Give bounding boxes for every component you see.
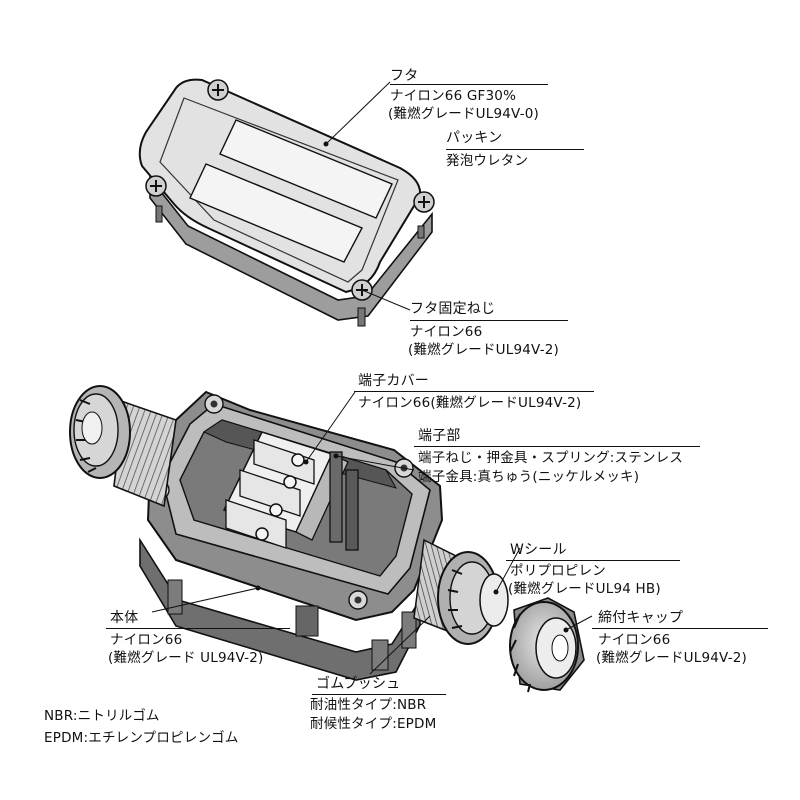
w-seal-label: Wシール: [510, 542, 567, 558]
packing-label: パッキン: [446, 130, 503, 146]
right-cable-gland: [413, 538, 509, 645]
lid-screw-grade: (難燃グレードUL94V-2): [408, 342, 560, 358]
body: [139, 390, 444, 681]
packing-material: 発泡ウレタン: [446, 153, 529, 169]
body-rule: [106, 628, 290, 629]
body-grade: (難燃グレード UL94V-2): [108, 650, 264, 666]
cap-label: 締付キャップ: [598, 610, 684, 626]
legend-nbr: NBR:ニトリルゴム: [44, 708, 160, 724]
lid-material: ナイロン66 GF30%: [390, 88, 517, 104]
leader-lines: [151, 81, 593, 675]
w-seal-material: ポリプロピレン: [510, 563, 606, 579]
body-material: ナイロン66: [110, 632, 183, 648]
bush-rule: [312, 694, 446, 695]
lid-screw-label: フタ固定ねじ: [410, 301, 496, 317]
terminal-cover-rule: [354, 391, 594, 392]
cap-grade: (難燃グレードUL94V-2): [596, 650, 748, 666]
terminal-line1: 端子ねじ・押金具・スプリング:ステンレス: [418, 450, 684, 466]
bush-line1: 耐油性タイプ:NBR: [310, 697, 427, 713]
lid-label: フタ: [390, 68, 419, 84]
bush-label: ゴムブッシュ: [316, 676, 401, 692]
lid: [138, 78, 435, 327]
tightening-cap: [509, 597, 585, 693]
cap-rule: [592, 628, 768, 629]
lid-grade: (難燃グレードUL94V-0): [388, 106, 540, 122]
lid-screw-material: ナイロン66: [410, 324, 483, 340]
lid-rule: [390, 84, 548, 85]
body-label: 本体: [110, 610, 139, 626]
terminal-label: 端子部: [418, 428, 461, 444]
bush-line2: 耐候性タイプ:EPDM: [310, 716, 437, 732]
w-seal-rule: [506, 560, 680, 561]
terminal-line2: 端子金具:真ちゅう(ニッケルメッキ): [418, 469, 640, 485]
legend-epdm: EPDM:エチレンプロピレンゴム: [44, 730, 239, 746]
left-cable-gland: [69, 385, 177, 508]
w-seal-grade: (難燃グレードUL94 HB): [508, 581, 661, 597]
packing-rule: [446, 149, 584, 150]
cap-material: ナイロン66: [598, 632, 671, 648]
lid-screw-rule: [410, 320, 568, 321]
terminal-cover-label: 端子カバー: [358, 373, 429, 389]
terminal-cover-material: ナイロン66(難燃グレードUL94V-2): [358, 395, 582, 411]
terminal-block: [222, 431, 359, 551]
terminal-rule: [414, 446, 700, 447]
